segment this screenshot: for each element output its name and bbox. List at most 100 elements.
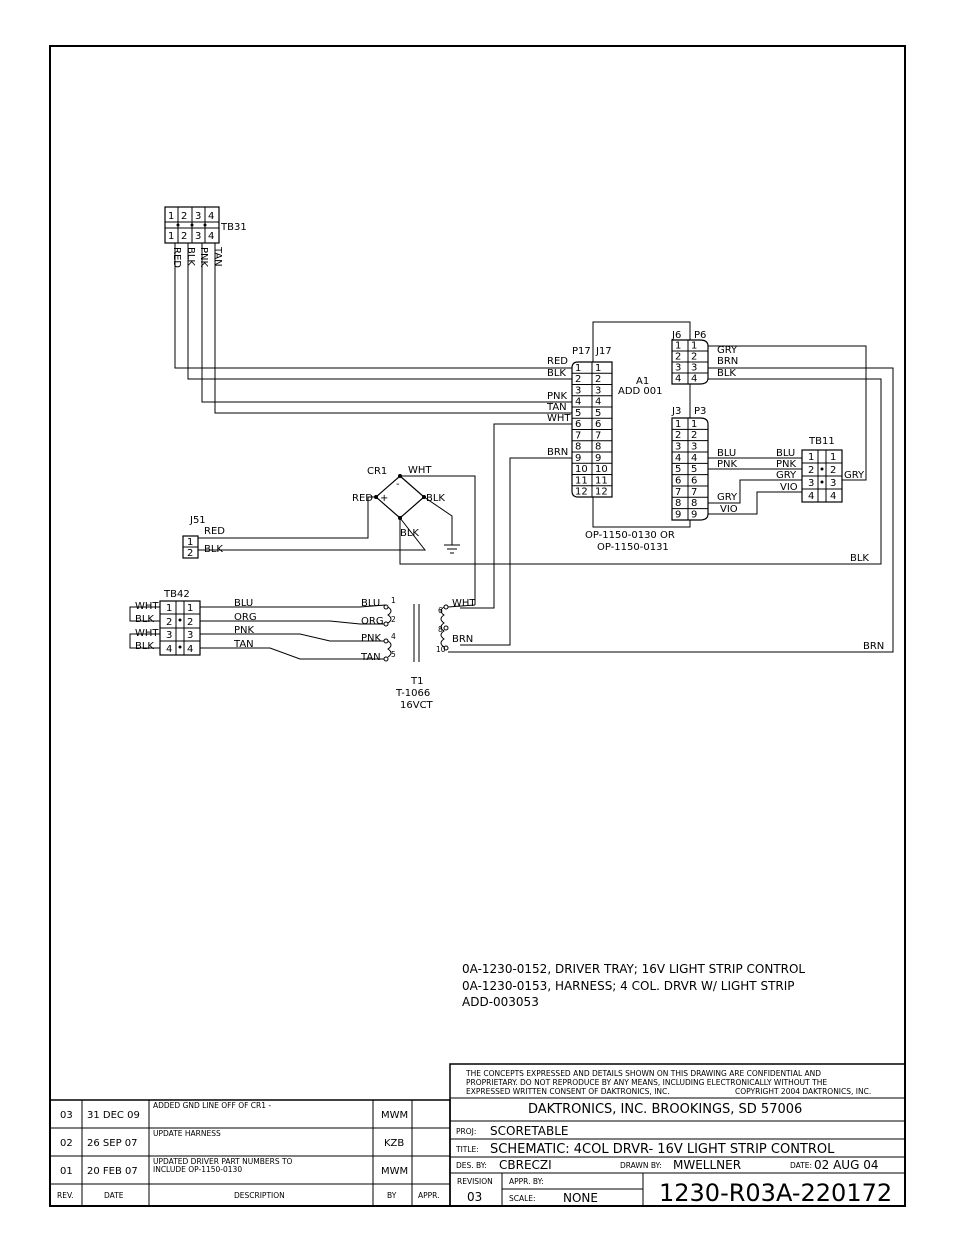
tb31-wire-label: RED [171,247,182,268]
far-wire-label: BLK [850,553,869,564]
j6-pin-label: 3 [675,363,681,374]
cr1-label: CR1 [367,466,387,477]
tb31-top-pin: 2 [181,211,187,222]
j3-pin-label: 8 [675,498,681,509]
tb31-wire-label: PNK [198,247,209,268]
svg-text:2: 2 [166,617,172,628]
p17-pin-label: 8 [575,442,581,453]
p17-label: P17 [572,346,591,357]
svg-text:DATE:: DATE: [790,1161,812,1170]
svg-text:BLK: BLK [717,368,736,379]
a1-alt-part: OP-1150-0131 [597,542,669,553]
p17-pin-label: 4 [595,397,601,408]
svg-text:APPR.: APPR. [418,1191,440,1200]
p17-wire-label: BLK [547,368,566,379]
svg-text:1: 1 [187,603,193,614]
p17-pin-label: 2 [575,374,581,385]
svg-text:1: 1 [391,596,396,605]
j3-pin-label: 9 [691,509,697,520]
j3-pin-label: 7 [691,487,697,498]
scale: NONE [563,1191,598,1205]
tb31-bottom-pin: 3 [195,231,201,242]
tb31-top-pin: 4 [208,211,214,222]
svg-text:+: + [380,493,388,504]
p17-pin-label: 5 [575,408,581,419]
j3-wires: BLU PNK GRY VIO BLU PNK GRY VIO [708,448,802,515]
svg-text:REVISION: REVISION [457,1177,493,1186]
svg-text:BLK: BLK [204,544,223,555]
p17-pin-label: 10 [575,464,588,475]
p17-pin-label: 6 [595,419,601,430]
cr1-bridge-rectifier: CR1 + - WHT RED BLK BLK [198,465,476,605]
svg-text:BRN: BRN [717,356,738,367]
p17-pin-label: 8 [595,442,601,453]
p17-pin-label: 9 [595,453,601,464]
svg-text:BLU: BLU [717,448,736,459]
svg-text:BLU: BLU [361,598,380,609]
p17-wire-label: PNK [547,391,568,402]
svg-text:TITLE:: TITLE: [455,1145,479,1154]
svg-text:1: 1 [830,452,836,463]
revision-table: 03 31 DEC 09 ADDED GND LINE OFF OF CR1 -… [49,1099,451,1207]
j51-connector: J51 1 2 RED BLK [182,515,225,559]
svg-text:THE CONCEPTS EXPRESSED AND DET: THE CONCEPTS EXPRESSED AND DETAILS SHOWN… [465,1069,821,1078]
rev-by: MWM [381,1110,408,1121]
revision-number: 03 [467,1190,482,1204]
tb31-top-pin: 3 [195,211,201,222]
j17-label: J17 [595,346,612,357]
title-block: THE CONCEPTS EXPRESSED AND DETAILS SHOWN… [449,1063,906,1207]
drawn-by: MWELLNER [673,1158,741,1172]
svg-text:VIO: VIO [780,482,798,493]
t1-transformer: BLU ORG PNK TAN 1 2 4 5 6 8 10 WHT BRN T… [360,596,476,711]
project-name: SCORETABLE [490,1124,568,1138]
tb42-terminal-block: TB42 1 2 3 4 1 2 3 4 WHT BLK WHT BLK BLU… [129,589,386,660]
tb31-top-pin: 1 [168,211,174,222]
j3-pin-label: 1 [691,419,697,430]
p17-wire-label: BRN [547,447,568,458]
svg-text:GRY: GRY [717,345,738,356]
svg-text:GRY: GRY [844,470,865,481]
svg-text:2: 2 [808,465,814,476]
svg-text:ORG: ORG [361,616,384,627]
p17-pin-label: 2 [595,374,601,385]
svg-text:EXPRESSED WRITTEN CONSENT OF D: EXPRESSED WRITTEN CONSENT OF DAKTRONICS,… [466,1087,670,1096]
svg-text:3: 3 [808,478,814,489]
j6-pin-label: 4 [675,374,681,385]
j6-pin-label: 2 [675,352,681,363]
svg-text:SCALE:: SCALE: [509,1194,536,1203]
j3-pin-label: 6 [691,475,697,486]
j3-pin-label: 8 [691,498,697,509]
tb31-wire-label: BLK [185,247,196,266]
svg-text:COPYRIGHT 2004 DAKTRONICS, INC: COPYRIGHT 2004 DAKTRONICS, INC. [735,1087,871,1096]
svg-text:PROPRIETARY. DO NOT REPRODUCE: PROPRIETARY. DO NOT REPRODUCE BY ANY MEA… [466,1078,827,1087]
rev-number: 03 [60,1110,73,1121]
svg-text:5: 5 [391,650,396,659]
svg-text:DESCRIPTION: DESCRIPTION [234,1191,285,1200]
tb11-label: TB11 [808,436,835,447]
p17-wire-label: WHT [547,413,571,424]
tb31-bottom-pin: 2 [181,231,187,242]
j3-pin-label: 1 [675,419,681,430]
svg-text:2: 2 [187,617,193,628]
svg-text:PNK: PNK [776,459,797,470]
tb31-terminal-block: 1 2 3 4 1 2 3 4 TB31 RED BLK PNK TAN [164,206,247,268]
rev-date: 20 FEB 07 [87,1166,138,1177]
company-name: DAKTRONICS, INC. BROOKINGS, SD 57006 [528,1102,802,1117]
j3-pin-label: 3 [691,441,697,452]
tb31-label: TB31 [220,222,247,233]
svg-text:2: 2 [391,615,396,624]
svg-text:BLU: BLU [776,448,795,459]
a1-alt-part: OP-1150-0130 OR [585,530,675,541]
svg-text:BLK: BLK [400,528,419,539]
svg-text:BRN: BRN [452,634,473,645]
rev-desc: UPDATED DRIVER PART NUMBERS TO [153,1157,293,1166]
j6-label: J6 [671,330,681,341]
svg-text:4: 4 [187,644,193,655]
rev-number: 01 [60,1166,73,1177]
svg-text:3: 3 [166,630,172,641]
svg-text:GRY: GRY [776,470,797,481]
rev-date: 31 DEC 09 [87,1110,140,1121]
